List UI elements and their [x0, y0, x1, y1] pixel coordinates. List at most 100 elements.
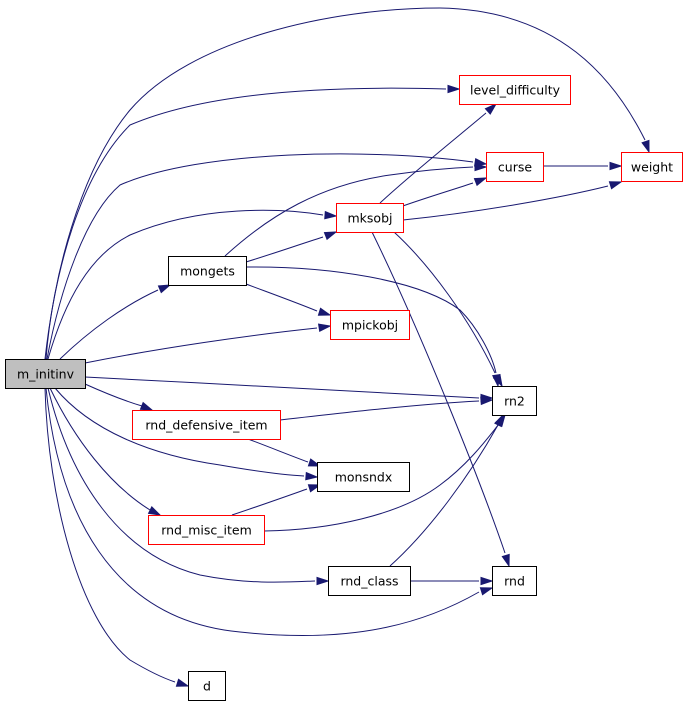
edge-line	[46, 153, 474, 360]
arrowhead-icon	[317, 323, 332, 332]
node-mksobj[interactable]: mksobj	[336, 203, 404, 233]
arrowhead-icon	[480, 576, 494, 586]
edge-line	[247, 438, 309, 463]
edge-mksobj-to-level-difficulty	[379, 102, 498, 204]
node-box	[330, 310, 410, 340]
node-box	[188, 671, 226, 701]
edge-line	[47, 209, 324, 360]
arrowhead-icon	[608, 181, 623, 190]
node-curse[interactable]: curse	[486, 152, 544, 182]
edge-line	[389, 424, 499, 567]
arrowhead-icon	[323, 231, 338, 241]
node-rnd[interactable]: rnd	[492, 566, 537, 596]
arrowhead-icon	[175, 678, 190, 687]
arrowhead-icon	[641, 139, 650, 154]
edge-line	[279, 400, 480, 421]
arrowhead-icon	[479, 587, 494, 596]
node-mongets[interactable]: mongets	[168, 256, 247, 286]
edge-line	[49, 387, 151, 511]
node-label: rnd_misc_item	[161, 523, 252, 538]
edge-m-initinv-to-rnd-class	[47, 387, 330, 586]
arrowhead-icon	[480, 396, 494, 406]
edge-line	[84, 383, 143, 407]
node-level-difficulty[interactable]: level_difficulty	[459, 75, 571, 105]
edge-line	[402, 185, 609, 221]
node-label: mongets	[180, 264, 235, 279]
node-label: rnd_class	[340, 574, 398, 589]
arrowhead-icon	[501, 553, 510, 568]
node-rnd-misc-item[interactable]: rnd_misc_item	[148, 515, 265, 545]
arrowhead-icon	[484, 102, 498, 115]
edge-line	[231, 488, 308, 516]
node-rn2[interactable]: rn2	[492, 386, 537, 416]
edge-line	[263, 423, 500, 532]
node-box	[168, 256, 247, 286]
arrowhead-icon	[494, 413, 504, 428]
node-box	[486, 152, 544, 182]
node-box	[132, 410, 281, 440]
node-box	[328, 566, 411, 596]
edge-m-initinv-to-rn2	[84, 376, 494, 403]
node-m-initinv: m_initinv	[5, 359, 86, 389]
edge-m-initinv-to-mongets	[59, 284, 172, 360]
arrowhead-icon	[139, 401, 154, 411]
edge-mksobj-to-weight	[402, 181, 623, 221]
edge-line	[399, 182, 474, 208]
node-box	[492, 386, 537, 416]
edge-mksobj-to-rn2	[393, 231, 503, 388]
edge-line	[47, 387, 316, 583]
edge-line	[224, 166, 474, 257]
edge-line	[44, 387, 176, 683]
edge-line	[84, 327, 318, 364]
edge-line	[393, 231, 496, 374]
edge-curse-to-weight	[543, 161, 623, 171]
arrowhead-icon	[324, 210, 338, 220]
edge-line	[371, 231, 506, 554]
edge-m-initinv-to-rnd-defensive-item	[84, 383, 154, 411]
node-label: rnd	[504, 574, 525, 589]
edge-mksobj-to-curse	[399, 177, 488, 208]
node-weight[interactable]: weight	[621, 152, 683, 182]
node-label: curse	[498, 160, 532, 175]
edge-m-initinv-to-mpickobj	[84, 323, 332, 364]
edge-mksobj-to-rnd	[371, 231, 510, 568]
arrowhead-icon	[492, 373, 503, 388]
node-mpickobj[interactable]: mpickobj	[330, 310, 410, 340]
edge-rnd-misc-item-to-monsndx	[231, 484, 322, 516]
node-rnd-defensive-item[interactable]: rnd_defensive_item	[132, 410, 281, 440]
node-label: rnd_defensive_item	[145, 418, 267, 433]
edge-rnd-defensive-item-to-monsndx	[247, 438, 322, 467]
arrowhead-icon	[474, 162, 488, 172]
node-label: m_initinv	[17, 367, 75, 382]
edge-mongets-to-curse	[224, 162, 488, 257]
edge-m-initinv-to-weight	[45, 7, 650, 360]
arrowhead-icon	[473, 177, 488, 187]
node-box	[317, 462, 410, 492]
node-d[interactable]: d	[188, 671, 226, 701]
node-rnd-class[interactable]: rnd_class	[328, 566, 411, 596]
edge-line	[45, 387, 480, 637]
edge-mongets-to-mksobj	[245, 231, 338, 263]
edge-line	[59, 289, 159, 360]
edge-m-initinv-to-monsndx	[54, 387, 319, 481]
edge-line	[44, 87, 447, 360]
edge-rnd-defensive-item-to-rn2	[279, 396, 494, 421]
node-monsndx[interactable]: monsndx	[317, 462, 410, 492]
node-label: mksobj	[348, 211, 393, 226]
arrowhead-icon	[317, 307, 332, 316]
edges-layer	[44, 7, 650, 687]
arrowhead-icon	[147, 506, 162, 516]
node-box	[459, 75, 571, 105]
node-box	[492, 566, 537, 596]
node-label: level_difficulty	[470, 83, 561, 98]
node-box	[621, 152, 683, 182]
edge-m-initinv-to-mksobj	[47, 209, 338, 360]
edge-rnd-class-to-rn2	[389, 413, 504, 567]
edge-m-initinv-to-level-difficulty	[44, 84, 461, 360]
arrowhead-icon	[609, 161, 623, 171]
arrowhead-icon	[157, 284, 172, 294]
node-box	[336, 203, 404, 233]
edge-line	[84, 376, 480, 399]
